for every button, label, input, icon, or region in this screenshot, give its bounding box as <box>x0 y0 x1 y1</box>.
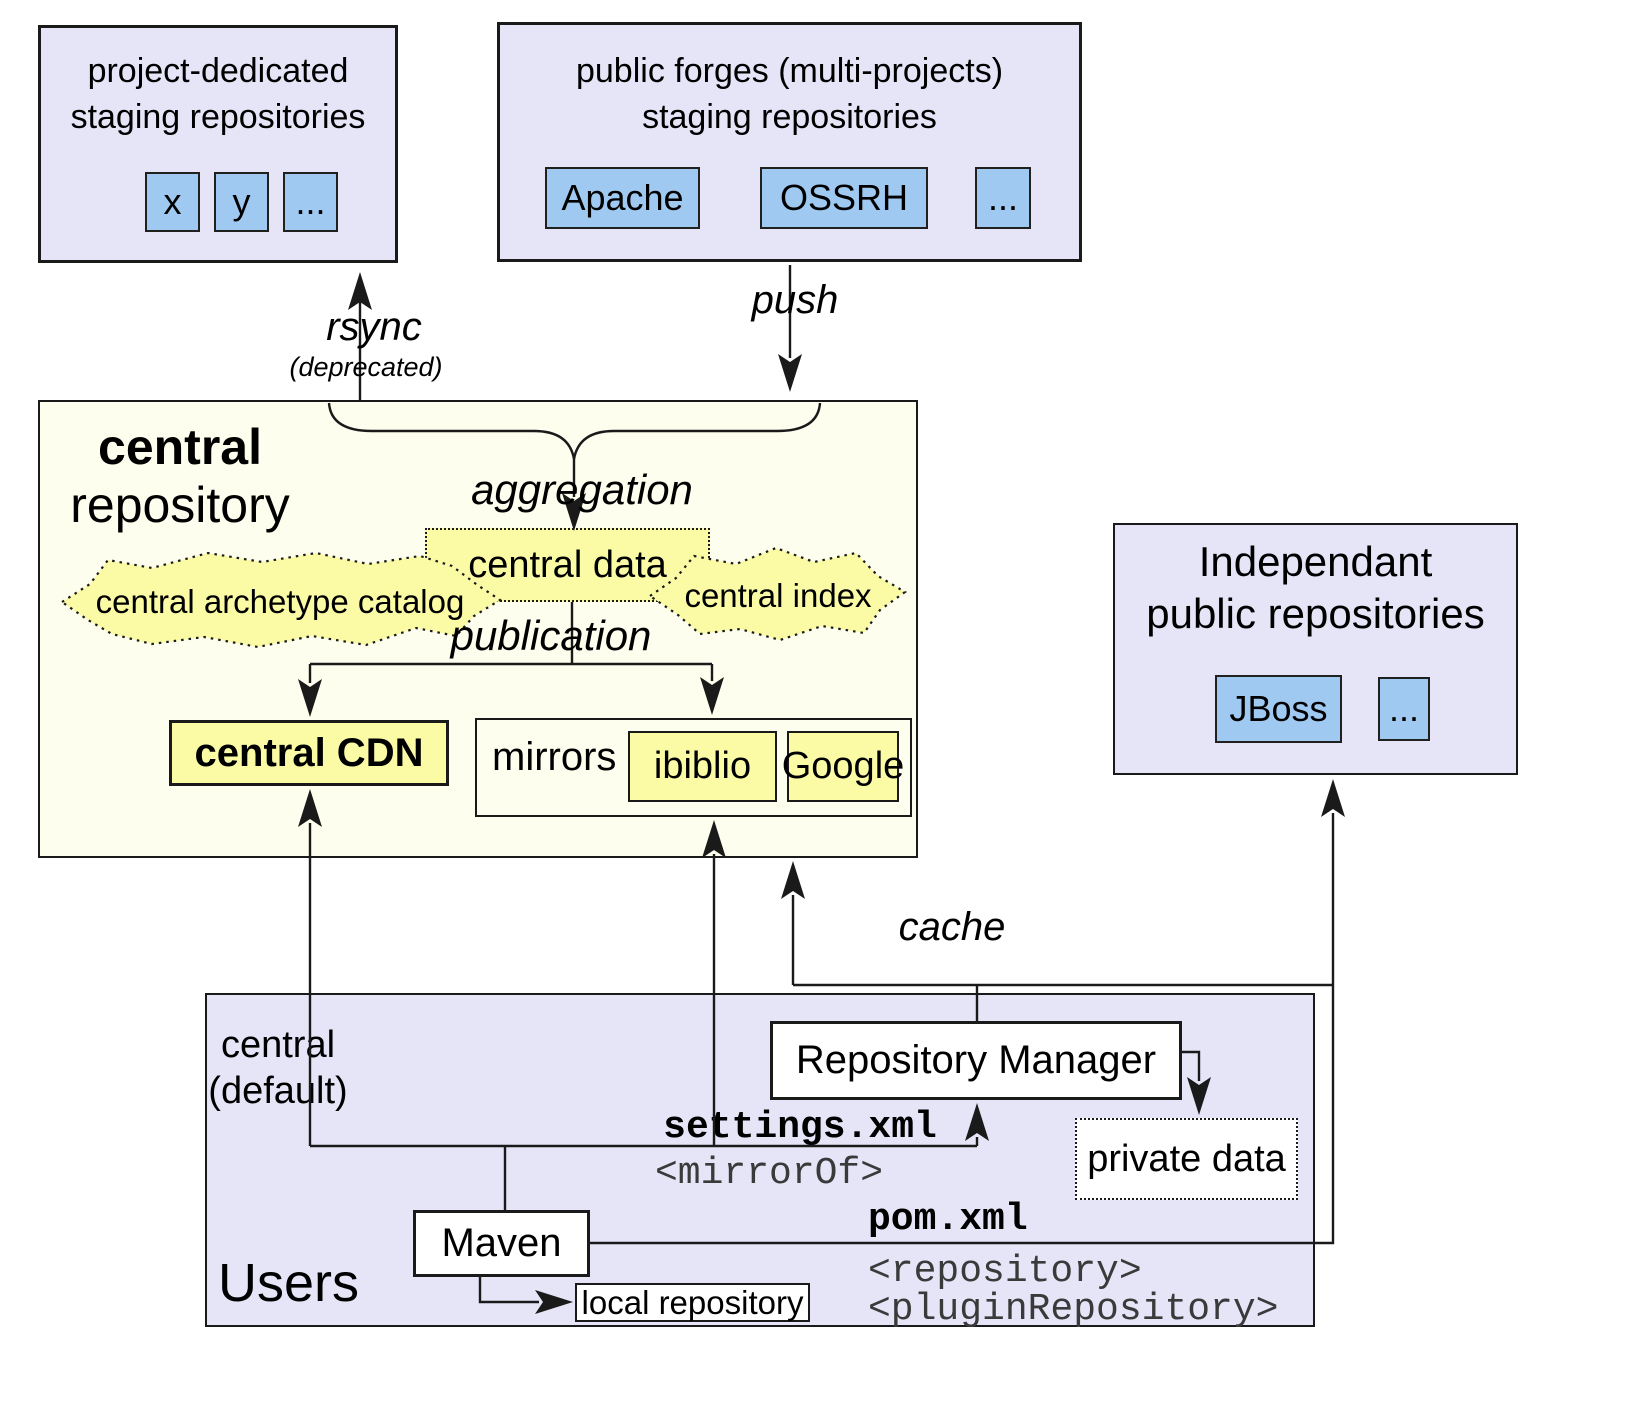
staging-repo-y-chip: y <box>214 172 269 232</box>
push-label: push <box>751 278 839 322</box>
repository-manager-node: Repository Manager <box>770 1021 1182 1100</box>
cache-arrowhead-icon <box>781 861 805 899</box>
push-arrowhead-icon <box>778 354 802 392</box>
central-repository-title-line2: repository <box>70 477 290 533</box>
central-archetype-catalog-label: central archetype catalog <box>95 583 465 620</box>
maven-label: Maven <box>441 1221 562 1265</box>
repository-tag-label: <repository> <box>868 1250 1142 1293</box>
staging-repo-more-chip: ... <box>283 172 338 232</box>
staging-repo-x-chip: x <box>145 172 200 232</box>
aggregation-label: aggregation <box>471 466 693 513</box>
central-data-label: central data <box>468 543 667 586</box>
chip-label: Apache <box>561 177 684 218</box>
project-staging-title: project-dedicated staging repositories <box>48 48 388 140</box>
jboss-chip: JBoss <box>1215 675 1342 743</box>
cache-label: cache <box>898 905 1006 949</box>
central-index-label: central index <box>684 577 872 614</box>
chip-label: JBoss <box>1229 688 1328 729</box>
central-default-line1: central <box>220 1024 336 1066</box>
independent-repos-title-line1: Independant <box>1198 538 1433 585</box>
private-data-node: private data <box>1075 1118 1298 1200</box>
mirror-google-node: Google <box>782 731 904 802</box>
local-repository-node: local repository <box>575 1283 810 1322</box>
settings-xml-label: settings.xml <box>663 1106 937 1149</box>
local-repository-label: local repository <box>581 1283 804 1321</box>
public-forges-title-line1: public forges (multi-projects) <box>575 52 1004 90</box>
users-label: Users <box>218 1253 360 1313</box>
project-staging-title-line1: project-dedicated <box>87 52 349 90</box>
independent-more-chip: ... <box>1378 677 1430 741</box>
repository-manager-label: Repository Manager <box>795 1038 1157 1082</box>
mirror-ibiblio-node: ibiblio <box>628 731 777 802</box>
pom-xml-label: pom.xml <box>868 1198 1028 1241</box>
public-forges-title: public forges (multi-projects) staging r… <box>507 48 1072 140</box>
mirror-label: Google <box>781 745 905 787</box>
to-independent-repos-arrowhead-icon <box>1321 779 1345 817</box>
rsync-deprecated-label: (deprecated) <box>289 352 443 382</box>
publication-label: publication <box>450 612 652 659</box>
project-staging-title-line2: staging repositories <box>70 98 366 136</box>
chip-label: x <box>163 181 182 222</box>
maven-node: Maven <box>413 1210 590 1277</box>
mirror-label: ibiblio <box>653 745 752 787</box>
central-default-label: central (default) <box>168 1022 388 1114</box>
chip-label: ... <box>295 181 326 222</box>
forge-ossrh-chip: OSSRH <box>760 167 928 229</box>
forge-apache-chip: Apache <box>545 167 700 229</box>
central-repository-title: central repository <box>60 418 300 534</box>
forge-more-chip: ... <box>975 167 1031 229</box>
private-data-label: private data <box>1087 1137 1286 1180</box>
public-forges-title-line2: staging repositories <box>642 98 937 136</box>
central-default-line2: (default) <box>208 1070 348 1112</box>
rsync-label: rsync <box>326 305 422 349</box>
plugin-repository-tag-label: <pluginRepository> <box>868 1288 1279 1331</box>
mirrors-label: mirrors <box>492 735 617 779</box>
independent-repos-title-line2: public repositories <box>1146 590 1485 637</box>
central-repository-title-line1: central <box>98 419 262 475</box>
chip-label: OSSRH <box>779 177 909 218</box>
independent-repos-title: Independant public repositories <box>1123 536 1508 640</box>
central-cdn-label: central CDN <box>194 730 424 775</box>
chip-label: ... <box>987 177 1018 218</box>
central-cdn-node: central CDN <box>169 720 449 786</box>
chip-label: y <box>232 181 251 222</box>
mirrorof-tag-label: <mirrorOf> <box>655 1152 884 1195</box>
chip-label: ... <box>1388 688 1419 729</box>
